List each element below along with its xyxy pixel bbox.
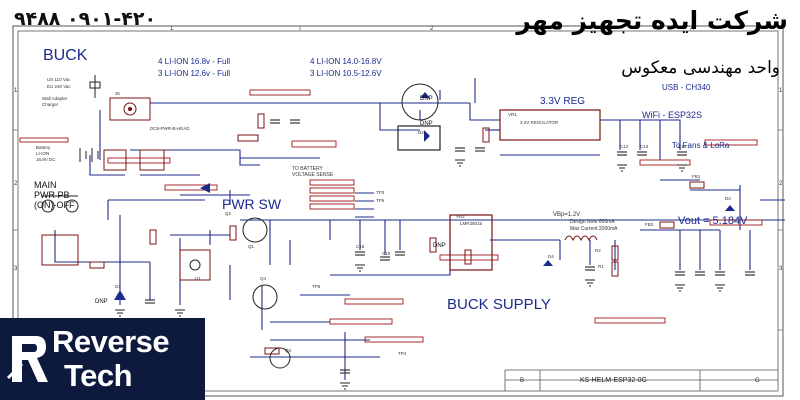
label-eu-input: EU 240 Vac xyxy=(47,84,71,89)
svg-text:C18: C18 xyxy=(356,244,365,249)
svg-text:FB1: FB1 xyxy=(692,174,701,179)
frame-col-2: 2 xyxy=(430,26,434,32)
svg-text:D2: D2 xyxy=(418,130,424,135)
label-main-pwr-2: PWR PB xyxy=(34,190,70,200)
label-buck-supply: BUCK SUPPLY xyxy=(447,296,551,313)
svg-text:D1: D1 xyxy=(115,284,121,289)
label-wifi: WiFi - ESP32S xyxy=(642,110,703,120)
label-dnp-3: DNP xyxy=(433,243,446,249)
label-us-input: US 110 Vac xyxy=(47,77,71,82)
label-main-pwr: MAIN xyxy=(34,180,57,190)
label-charger: Charger xyxy=(42,102,59,107)
label-design-note-2: Max Current 2000mA xyxy=(570,226,618,232)
reverse-tech-logo: Reverse Tech xyxy=(0,318,205,400)
label-dnp-4: DNP xyxy=(95,299,108,305)
label-buck-spec-4: 3 LI-ION 10.5-12.6V xyxy=(310,69,382,78)
label-usb: USB - CH340 xyxy=(662,83,711,92)
svg-text:D4: D4 xyxy=(548,254,554,259)
label-pwr-sw: PWR SW xyxy=(222,196,282,212)
label-tp4: TP4 xyxy=(398,351,407,356)
svg-text:VR1: VR1 xyxy=(508,112,517,117)
svg-text:LMR36015: LMR36015 xyxy=(460,221,483,226)
frame-row-r1: 1 xyxy=(779,88,783,94)
label-fans: To Fans & LoRa xyxy=(672,141,730,150)
label-tp6: TP6 xyxy=(312,284,321,289)
svg-text:DC8-PWR-B-HEAD: DC8-PWR-B-HEAD xyxy=(150,126,190,131)
svg-text:J5: J5 xyxy=(115,91,120,96)
label-battery-volt: 16.8V DC xyxy=(36,157,56,162)
svg-text:Q3: Q3 xyxy=(285,348,292,353)
label-tp3: TP3 xyxy=(376,190,385,195)
svg-text:VR2: VR2 xyxy=(456,214,465,219)
label-vbp: VBp=1.2V xyxy=(553,212,581,218)
label-buck-spec-3: 4 LI-ION 14.0-16.8V xyxy=(310,57,382,66)
label-3v3-reg: 3.3V REG xyxy=(540,96,586,107)
title-block-sheet: B xyxy=(520,378,525,384)
svg-text:C14: C14 xyxy=(678,144,687,149)
company-name: شرکت ایده تجهیز مهر xyxy=(516,6,788,35)
frame-row-r3: 3 xyxy=(779,266,783,272)
label-wall-adapter: Wall Adapter xyxy=(42,96,68,101)
label-tp5: TP5 xyxy=(376,198,385,203)
svg-text:Q2: Q2 xyxy=(225,211,232,216)
svg-text:C12: C12 xyxy=(620,144,629,149)
label-battery: Battery xyxy=(36,145,51,150)
svg-text:Q1: Q1 xyxy=(248,244,255,249)
svg-text:R1: R1 xyxy=(598,264,604,269)
frame-row-r2: 2 xyxy=(779,181,783,187)
phone-number: ۰۹۰۱-۴۲۰ ۹۴۸۸ xyxy=(14,8,157,30)
frame-col-3: A xyxy=(690,26,694,32)
label-main-pwr-3: (ON)-OFF xyxy=(34,200,75,210)
svg-text:3.3V REGULATOR: 3.3V REGULATOR xyxy=(520,120,559,125)
label-buck-spec-1: 4 LI-ION 16.8v - Full xyxy=(158,57,231,66)
svg-text:Q4: Q4 xyxy=(260,276,267,281)
label-vout: Vout = 5.184V xyxy=(678,215,748,227)
department-name: واحد مهندسی معکوس xyxy=(621,58,780,78)
label-dnp-2: DNP xyxy=(420,121,433,127)
svg-text:U1: U1 xyxy=(195,276,201,281)
title-block-name: KS-HELM-ESP32-0G xyxy=(580,377,647,384)
logo-text-line1: Reverse xyxy=(52,324,170,359)
frame-row-3: 3 xyxy=(14,266,18,272)
label-buck-spec-2: 3 LI-ION 12.6v - Full xyxy=(158,69,231,78)
frame-col-1: 1 xyxy=(170,26,174,32)
title-block-rev: G xyxy=(755,378,760,384)
svg-text:D3: D3 xyxy=(725,196,731,201)
svg-text:C19: C19 xyxy=(382,251,391,256)
label-battery-type: LI-ION xyxy=(36,151,50,156)
logo-text-line2: Tech xyxy=(64,358,133,393)
label-dnp-1: DNP xyxy=(420,96,433,102)
label-voltage-sense: VOLTAGE SENSE xyxy=(292,172,334,178)
svg-text:R2: R2 xyxy=(595,248,601,253)
logo-mark-icon xyxy=(6,336,48,382)
svg-text:C13: C13 xyxy=(640,144,649,149)
frame-row-1: 1 xyxy=(14,88,18,94)
label-design-note-1: Design Note 600mA xyxy=(570,219,615,225)
svg-text:FB2: FB2 xyxy=(645,222,654,227)
label-to-battery: TO BATTERY xyxy=(292,166,323,172)
label-buck: BUCK xyxy=(43,47,88,64)
frame-row-2: 2 xyxy=(14,181,18,187)
